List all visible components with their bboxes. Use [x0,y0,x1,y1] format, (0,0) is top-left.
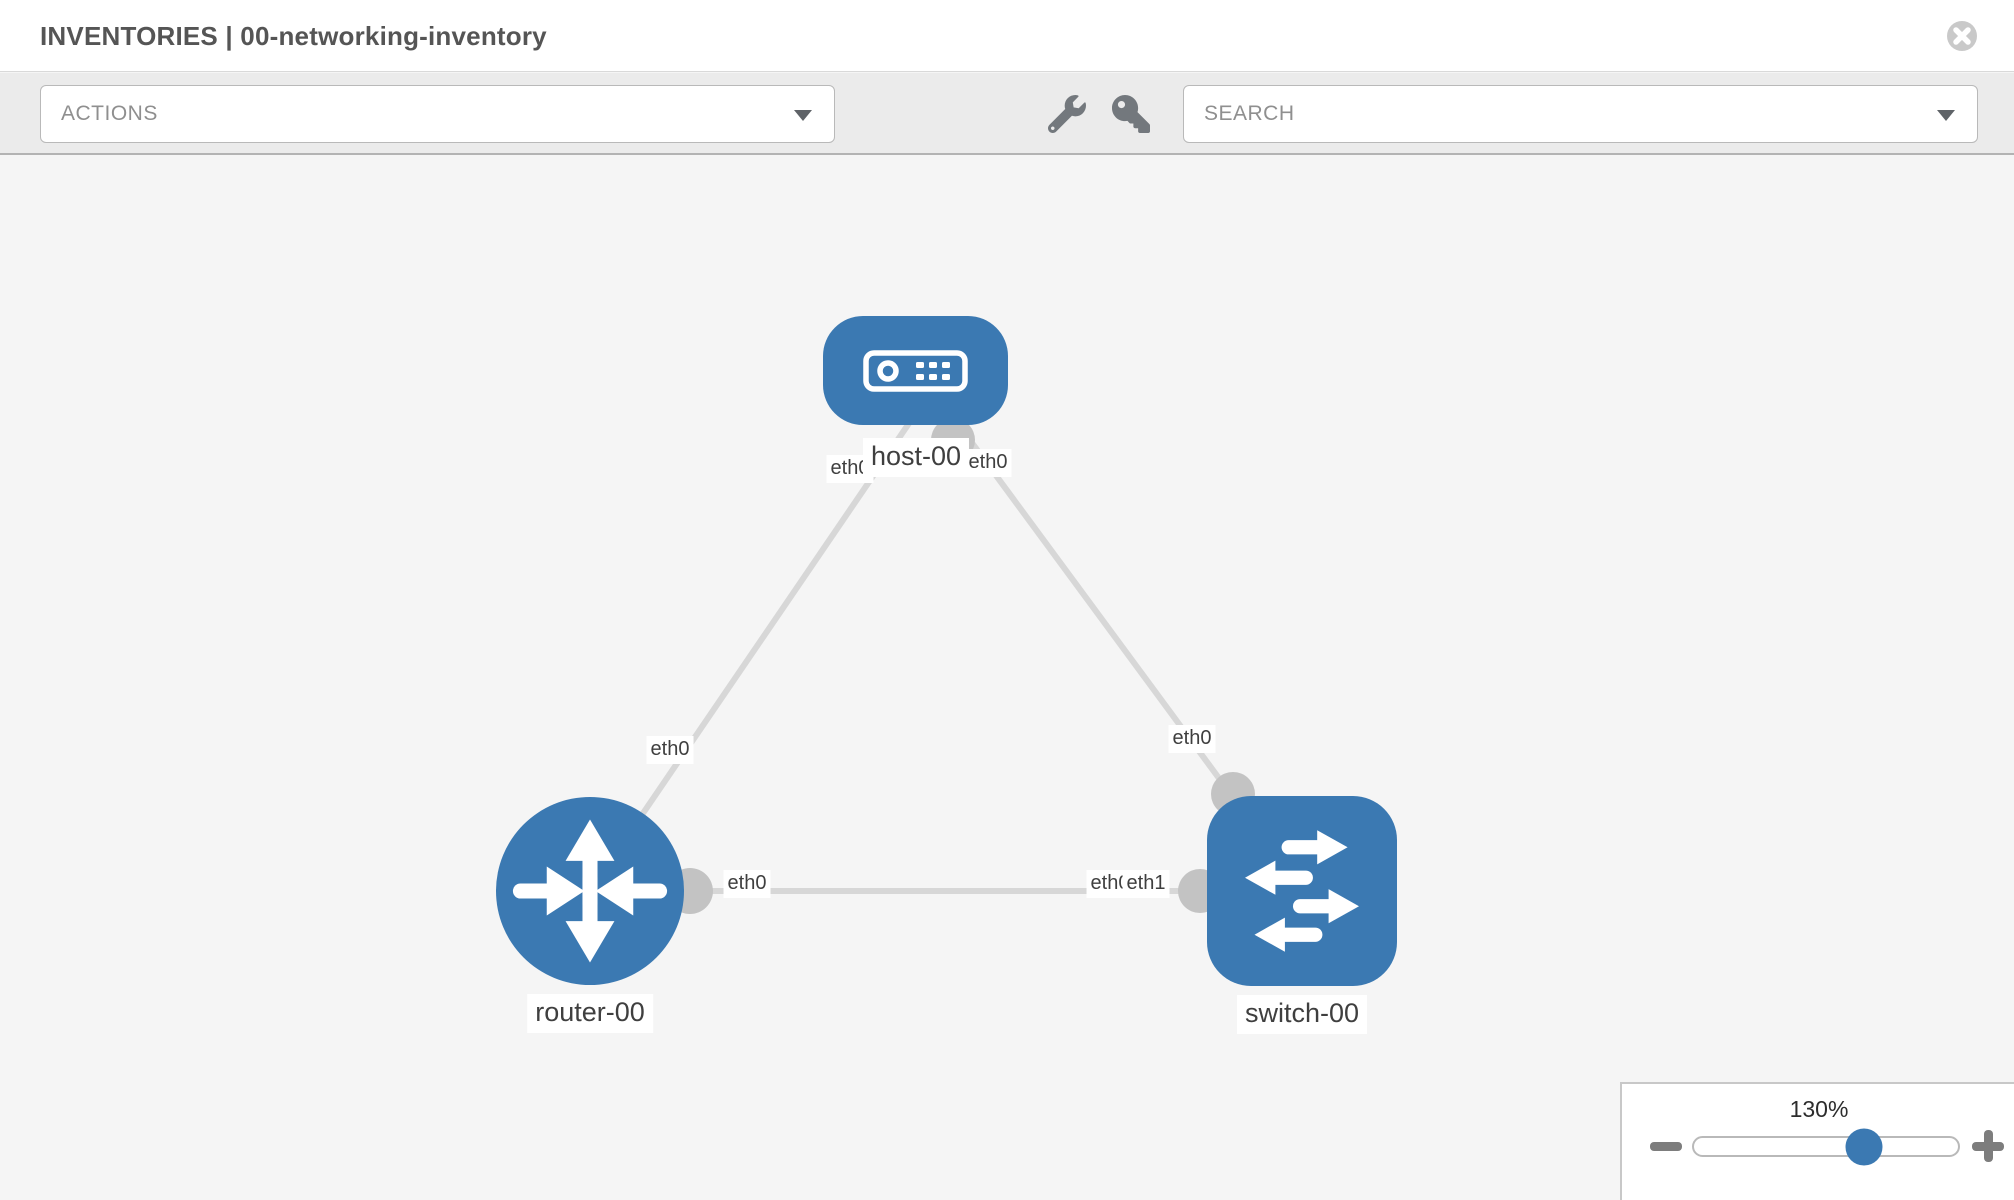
iface-label: eth0 [723,870,771,898]
chevron-down-icon [794,110,812,121]
zoom-in-button[interactable] [1972,1130,2004,1162]
iface-label: eth0 [646,736,694,764]
close-icon [1947,21,1977,51]
credentials-button[interactable] [1112,95,1150,133]
search-dropdown[interactable]: SEARCH [1183,85,1978,143]
node-label-router: router-00 [527,994,653,1033]
topology-canvas[interactable]: eth0 eth0 eth0 eth0 eth0 eth0 eth1 host-… [0,155,2014,1200]
node-label-host: host-00 [862,438,970,477]
router-icon [512,819,668,963]
page-title: INVENTORIES | 00-networking-inventory [40,21,547,51]
iface-label: eth0 [1168,725,1216,753]
node-label-switch: switch-00 [1236,995,1368,1034]
wrench-icon [1047,95,1086,134]
actions-dropdown[interactable]: ACTIONS [40,85,835,143]
iface-label: eth1 [1122,870,1170,898]
node-host[interactable] [823,316,1008,425]
search-dropdown-label: SEARCH [1204,102,1295,125]
configure-button[interactable] [1047,95,1086,134]
switch-icon [1245,830,1359,952]
close-button[interactable] [1946,20,1978,52]
chevron-down-icon [1937,110,1955,121]
host-icon [863,350,968,392]
zoom-slider[interactable] [1692,1128,1960,1165]
zoom-slider-thumb[interactable] [1845,1128,1883,1165]
iface-label: eth0 [964,449,1012,477]
zoom-out-button[interactable] [1650,1142,1682,1151]
key-icon [1112,95,1150,133]
zoom-level-value: 130% [1789,1096,1849,1122]
actions-dropdown-label: ACTIONS [61,102,158,125]
node-switch[interactable] [1207,796,1397,986]
zoom-control-panel: 130% [1620,1082,2014,1200]
header: INVENTORIES | 00-networking-inventory [0,0,2014,72]
toolbar: ACTIONS SEARCH [0,73,2014,155]
links-layer [587,411,1305,914]
link-host-router [587,411,919,893]
node-router[interactable] [496,797,684,985]
